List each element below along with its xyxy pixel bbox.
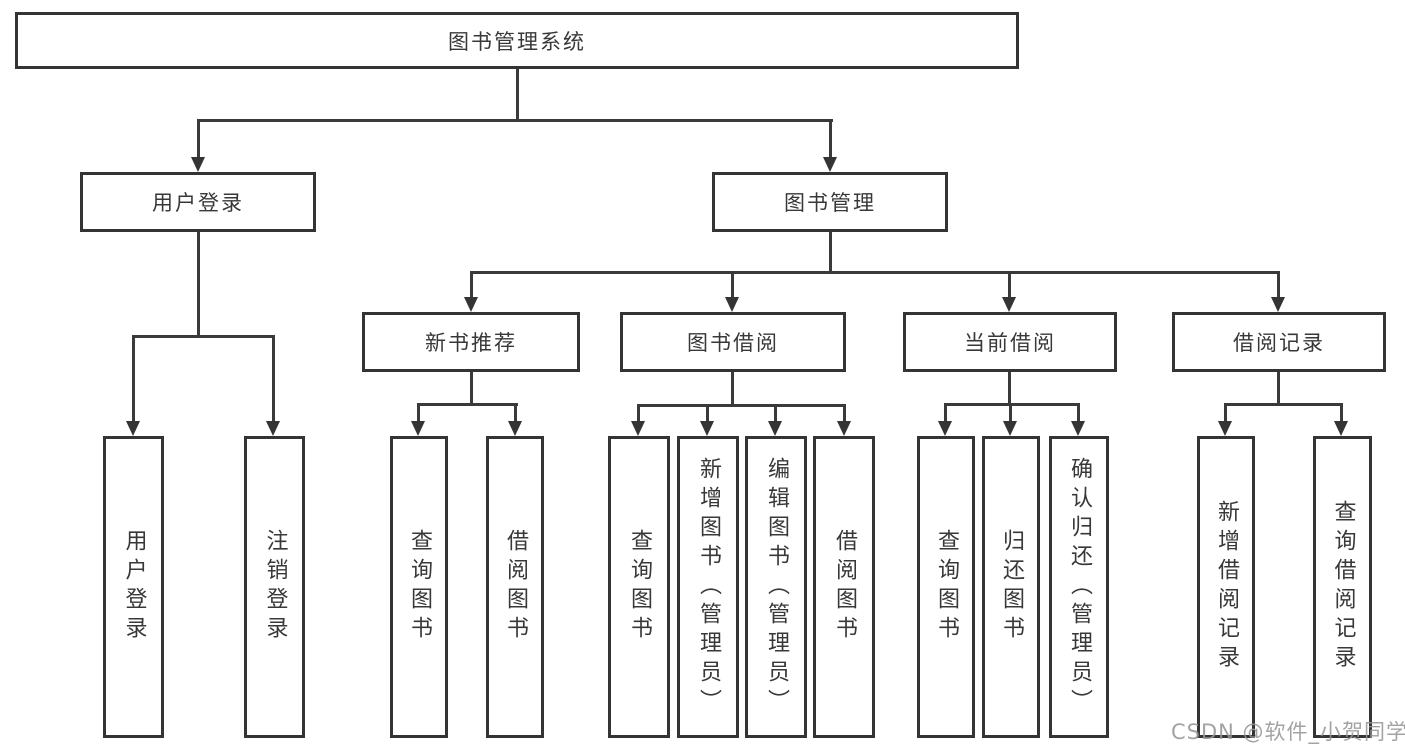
node-book-management: 图书管理 xyxy=(712,172,948,232)
node-label: 图书借阅 xyxy=(687,331,779,355)
connector-drop-query-books-1 xyxy=(417,403,420,423)
node-query-books-current: 查询图书 xyxy=(917,436,975,738)
connector-user-login-stub xyxy=(197,232,200,338)
node-borrow-books-borrowing: 借阅图书 xyxy=(813,436,875,738)
node-label: 编辑图书（管理员） xyxy=(764,456,789,718)
node-add-book-admin: 新增图书（管理员） xyxy=(677,436,739,738)
arrowhead-query-books-2 xyxy=(631,421,645,436)
node-query-borrow-record: 查询借阅记录 xyxy=(1313,436,1372,738)
node-current-borrowing: 当前借阅 xyxy=(903,312,1117,372)
node-logout: 注销登录 xyxy=(244,436,305,738)
connector-drop-borrowing-records xyxy=(1277,271,1280,299)
node-borrowing-records: 借阅记录 xyxy=(1172,312,1386,372)
connector-current-borrowing-hline xyxy=(944,403,1080,406)
node-query-books-recommend: 查询图书 xyxy=(390,436,448,738)
node-label: 归还图书 xyxy=(999,529,1024,645)
connector-drop-borrow-books-1 xyxy=(514,403,517,423)
node-library-management-system: 图书管理系统 xyxy=(15,12,1019,69)
arrowhead-logout xyxy=(266,421,280,436)
arrowhead-borrow-books-1 xyxy=(508,421,522,436)
arrowhead-new-book-rec xyxy=(464,297,478,312)
connector-root-hline xyxy=(197,119,833,122)
node-label: 确认归还（管理员） xyxy=(1067,456,1092,718)
arrowhead-add-record xyxy=(1218,421,1232,436)
connector-book-management-stub xyxy=(829,232,832,274)
node-new-book-recommendation: 新书推荐 xyxy=(362,312,580,372)
connector-drop-book-borrowing xyxy=(731,271,734,299)
node-user-login: 用户登录 xyxy=(80,172,316,232)
arrowhead-current-borrowing xyxy=(1002,297,1016,312)
arrowhead-book-management xyxy=(823,157,837,172)
connector-drop-add-record xyxy=(1224,403,1227,423)
node-edit-book-admin: 编辑图书（管理员） xyxy=(745,436,807,738)
node-label: 注销登录 xyxy=(262,529,288,645)
node-label: 用户登录 xyxy=(121,529,147,645)
connector-drop-logout xyxy=(272,335,275,423)
node-label: 新书推荐 xyxy=(425,331,517,355)
connector-current-borrowing-stub xyxy=(1008,372,1011,406)
connector-book-management-hline xyxy=(470,271,1280,274)
connector-book-borrowing-stub xyxy=(731,372,734,407)
node-add-borrow-record: 新增借阅记录 xyxy=(1197,436,1255,738)
connector-drop-edit-book xyxy=(774,404,777,423)
node-label: 新增借阅记录 xyxy=(1214,500,1239,674)
node-user-login-leaf: 用户登录 xyxy=(103,436,164,738)
node-label: 查询借阅记录 xyxy=(1330,500,1356,674)
node-label: 查询图书 xyxy=(407,529,432,645)
arrowhead-book-borrowing xyxy=(725,297,739,312)
connector-drop-return-books xyxy=(1009,403,1012,423)
node-book-borrowing: 图书借阅 xyxy=(620,312,846,372)
arrowhead-query-record xyxy=(1334,421,1348,436)
connector-drop-user-login-leaf xyxy=(132,335,135,423)
arrowhead-borrow-books-2 xyxy=(837,421,851,436)
connector-drop-query-books-3 xyxy=(944,403,947,423)
node-label: 图书管理 xyxy=(784,191,876,215)
arrowhead-query-books-1 xyxy=(411,421,425,436)
node-label: 用户登录 xyxy=(152,191,244,215)
connector-drop-add-book xyxy=(706,404,709,423)
connector-drop-query-record xyxy=(1340,403,1343,423)
connector-drop-confirm-return xyxy=(1077,403,1080,423)
node-confirm-return-admin: 确认归还（管理员） xyxy=(1049,436,1109,738)
arrowhead-query-books-3 xyxy=(938,421,952,436)
csdn-watermark: CSDN @软件_小贺同学 xyxy=(1171,720,1405,744)
node-borrow-books-recommend: 借阅图书 xyxy=(486,436,544,738)
arrowhead-user-login xyxy=(191,157,205,172)
node-label: 查询图书 xyxy=(934,529,959,645)
arrowhead-borrowing-records xyxy=(1271,297,1285,312)
arrowhead-return-books xyxy=(1003,421,1017,436)
arrowhead-edit-book xyxy=(768,421,782,436)
connector-borrowing-records-hline xyxy=(1224,403,1343,406)
node-label: 查询图书 xyxy=(627,529,652,645)
arrowhead-user-login-leaf xyxy=(126,421,140,436)
node-return-books: 归还图书 xyxy=(982,436,1040,738)
arrowhead-confirm-return xyxy=(1071,421,1085,436)
node-query-books-borrowing: 查询图书 xyxy=(608,436,670,738)
node-label: 图书管理系统 xyxy=(448,29,586,54)
connector-drop-current-borrowing xyxy=(1008,271,1011,299)
node-label: 当前借阅 xyxy=(964,331,1056,355)
connector-root-stub xyxy=(516,69,519,122)
connector-drop-new-book-rec xyxy=(470,271,473,299)
node-label: 借阅图书 xyxy=(503,529,528,645)
connector-drop-borrow-books-2 xyxy=(843,404,846,423)
node-label: 借阅记录 xyxy=(1233,331,1325,355)
node-label: 新增图书（管理员） xyxy=(696,456,721,718)
connector-drop-query-books-2 xyxy=(637,404,640,423)
connector-drop-user-login xyxy=(197,119,200,161)
connector-new-book-rec-stub xyxy=(470,372,473,406)
connector-new-book-rec-hline xyxy=(417,403,518,406)
connector-borrowing-records-stub xyxy=(1277,372,1280,406)
node-label: 借阅图书 xyxy=(832,529,857,645)
arrowhead-add-book xyxy=(700,421,714,436)
connector-book-borrowing-hline xyxy=(637,404,846,407)
connector-user-login-hline xyxy=(132,335,275,338)
connector-drop-book-management xyxy=(829,119,832,161)
